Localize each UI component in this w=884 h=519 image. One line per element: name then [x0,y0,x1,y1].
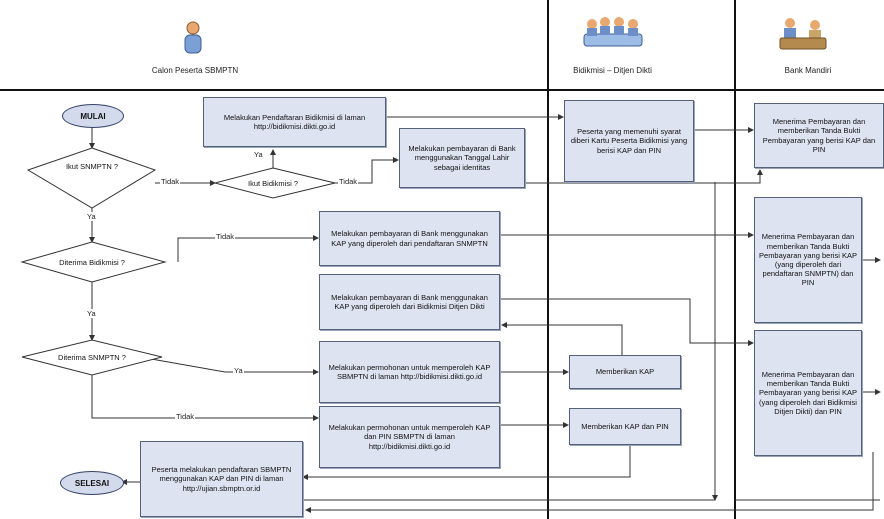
decision-diterima-bidikmisi: Diterima Bidikmisi ? [59,258,125,267]
lane-title-bidikmisi: Bidikmisi – Ditjen Dikti [573,66,652,75]
process-bayar-kap-snmptn: Melakukan pembayaran di Bank menggunakan… [319,211,500,266]
process-bank-terima-2: Menerima Pembayaran dan memberikan Tanda… [754,197,862,323]
edge-label-ya-4: Ya [233,366,244,375]
process-beri-kap-pin: Memberikan KAP dan PIN [569,408,681,445]
process-bayar-kap-bidikmisi: Melakukan pembayaran di Bank menggunakan… [319,274,500,330]
start-terminal: MULAI [62,104,124,128]
edge-label-ya-3: Ya [86,309,97,318]
decision-ikut-bidikmisi: Ikut Bidikmisi ? [247,179,298,188]
process-beri-kap: Memberikan KAP [569,355,681,389]
edge-label-tidak-1: Tidak [160,177,181,186]
process-mohon-kap-pin: Melakukan permohonan untuk memperoleh KA… [319,406,500,468]
meeting-group-icon [583,17,643,47]
edge-label-tidak-3: Tidak [215,232,236,241]
person-icon [184,21,202,54]
process-bank-terima-3: Menerima Pembayaran dan memberikan Tanda… [754,330,862,456]
edge-label-ya-1: Ya [253,150,264,159]
process-daftar-sbmptn: Peserta melakukan pendaftaran SBMPTN men… [140,441,303,517]
bank-teller-icon [779,18,827,50]
edge-label-ya-2: Ya [86,212,97,221]
process-daftar-bidikmisi: Melakukan Pendaftaran Bidikmisi di laman… [203,97,386,147]
end-terminal: SELESAI [60,471,124,495]
lane-title-bank: Bank Mandiri [784,66,832,75]
edge-label-tidak-4: Tidak [175,412,196,421]
process-peserta-syarat: Peserta yang memenuhi syarat diberi Kart… [564,100,694,182]
decision-ikut-snmptn: Ikut SNMPTN ? [65,162,119,171]
decision-diterima-snmptn: Diterima SNMPTN ? [58,353,126,362]
lane-title-calon-peserta: Calon Peserta SBMPTN [151,66,239,75]
process-mohon-kap: Melakukan permohonan untuk memperoleh KA… [319,341,500,403]
process-bank-terima-1: Menerima Pembayaran dan memberikan Tanda… [754,103,884,168]
edge-label-tidak-2: Tidak [338,177,359,186]
process-bayar-tanggal-lahir: Melakukan pembayaran di Bank menggunakan… [399,128,525,188]
